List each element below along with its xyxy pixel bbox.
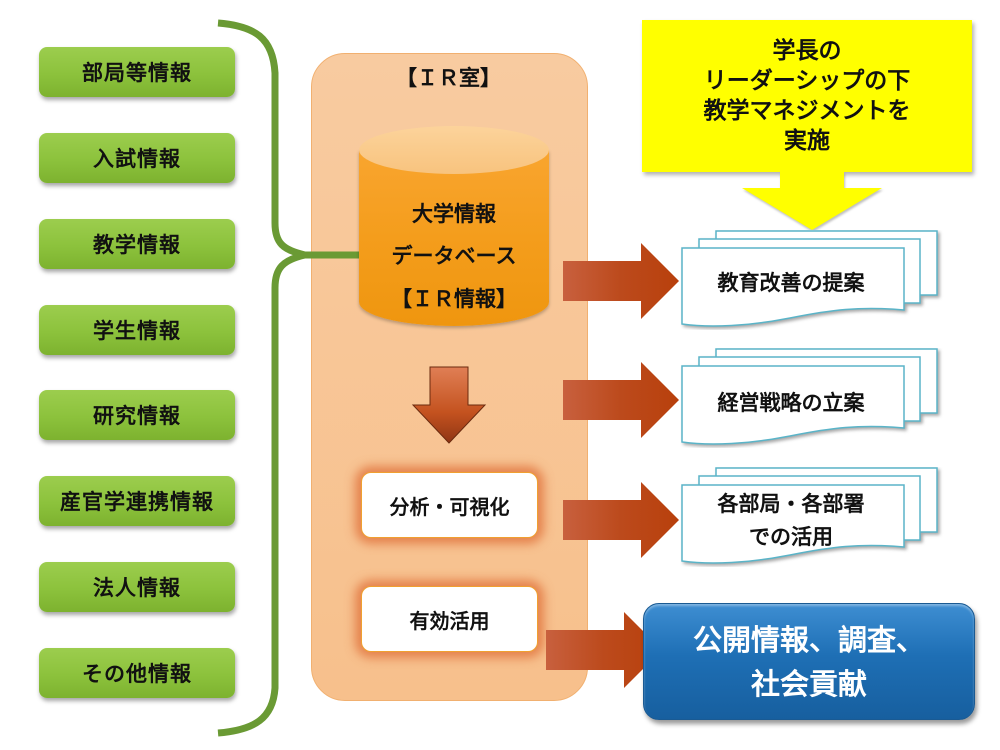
source-item-department: 部局等情報 [39,47,235,97]
leadership-line4: 実施 [784,128,830,154]
public-info-line2: 社会貢献 [750,666,867,701]
source-item-academic: 教学情報 [39,219,235,269]
leadership-callout: 学長の リーダーシップの下 教学マネジメントを 実施 [642,20,972,172]
source-item-admissions: 入試情報 [39,133,235,183]
public-info-box: 公開情報、調査、 社会貢献 [643,603,975,720]
down-arrow-icon [411,366,487,444]
document-stack-icon [681,230,938,327]
source-item-industry-collab: 産官学連携情報 [39,476,235,526]
document-stack-icon [681,348,938,445]
database-label-line1: 大学情報 [412,202,496,226]
doc-education-proposal: 教育改善の提案 [680,230,945,330]
ir-room-title: 【ＩＲ室】 [396,66,501,90]
doc-education-proposal-label: 教育改善の提案 [717,271,865,295]
public-info-line1: 公開情報、調査、 [692,622,925,657]
analysis-visualization-box: 分析・可視化 [361,472,538,538]
database-cylinder-body [359,150,549,326]
database-label-line3: 【ＩＲ情報】 [391,287,517,311]
database-label-line2: データベース [391,244,517,268]
source-item-student: 学生情報 [39,305,235,355]
doc-department-use-label-line2: での活用 [749,525,833,549]
doc-management-strategy: 経営戦略の立案 [680,348,945,448]
doc-department-use-label-line1: 各部局・各部署 [717,492,865,516]
yellow-down-arrow-icon [742,172,882,230]
effective-use-box: 有効活用 [361,586,538,652]
leadership-line1: 学長の [772,38,842,64]
document-stack-icon [681,467,938,564]
source-item-other: その他情報 [39,648,235,698]
doc-management-strategy-label: 経営戦略の立案 [717,391,865,415]
database-cylinder: 大学情報 データベース 【ＩＲ情報】 [359,126,549,348]
arrow-to-education-proposal-icon [563,243,679,319]
arrow-to-management-strategy-icon [563,362,679,438]
arrow-to-public-info-icon [546,612,662,688]
arrow-to-department-use-icon [563,482,679,558]
doc-department-use: 各部局・各部署 での活用 [680,467,945,567]
curly-brace-connector [217,19,360,737]
leadership-line3: 教学マネジメントを [703,98,911,124]
source-item-research: 研究情報 [39,390,235,440]
source-item-corporate: 法人情報 [39,562,235,612]
database-cylinder-top [359,126,549,174]
leadership-line2: リーダーシップの下 [703,68,911,94]
